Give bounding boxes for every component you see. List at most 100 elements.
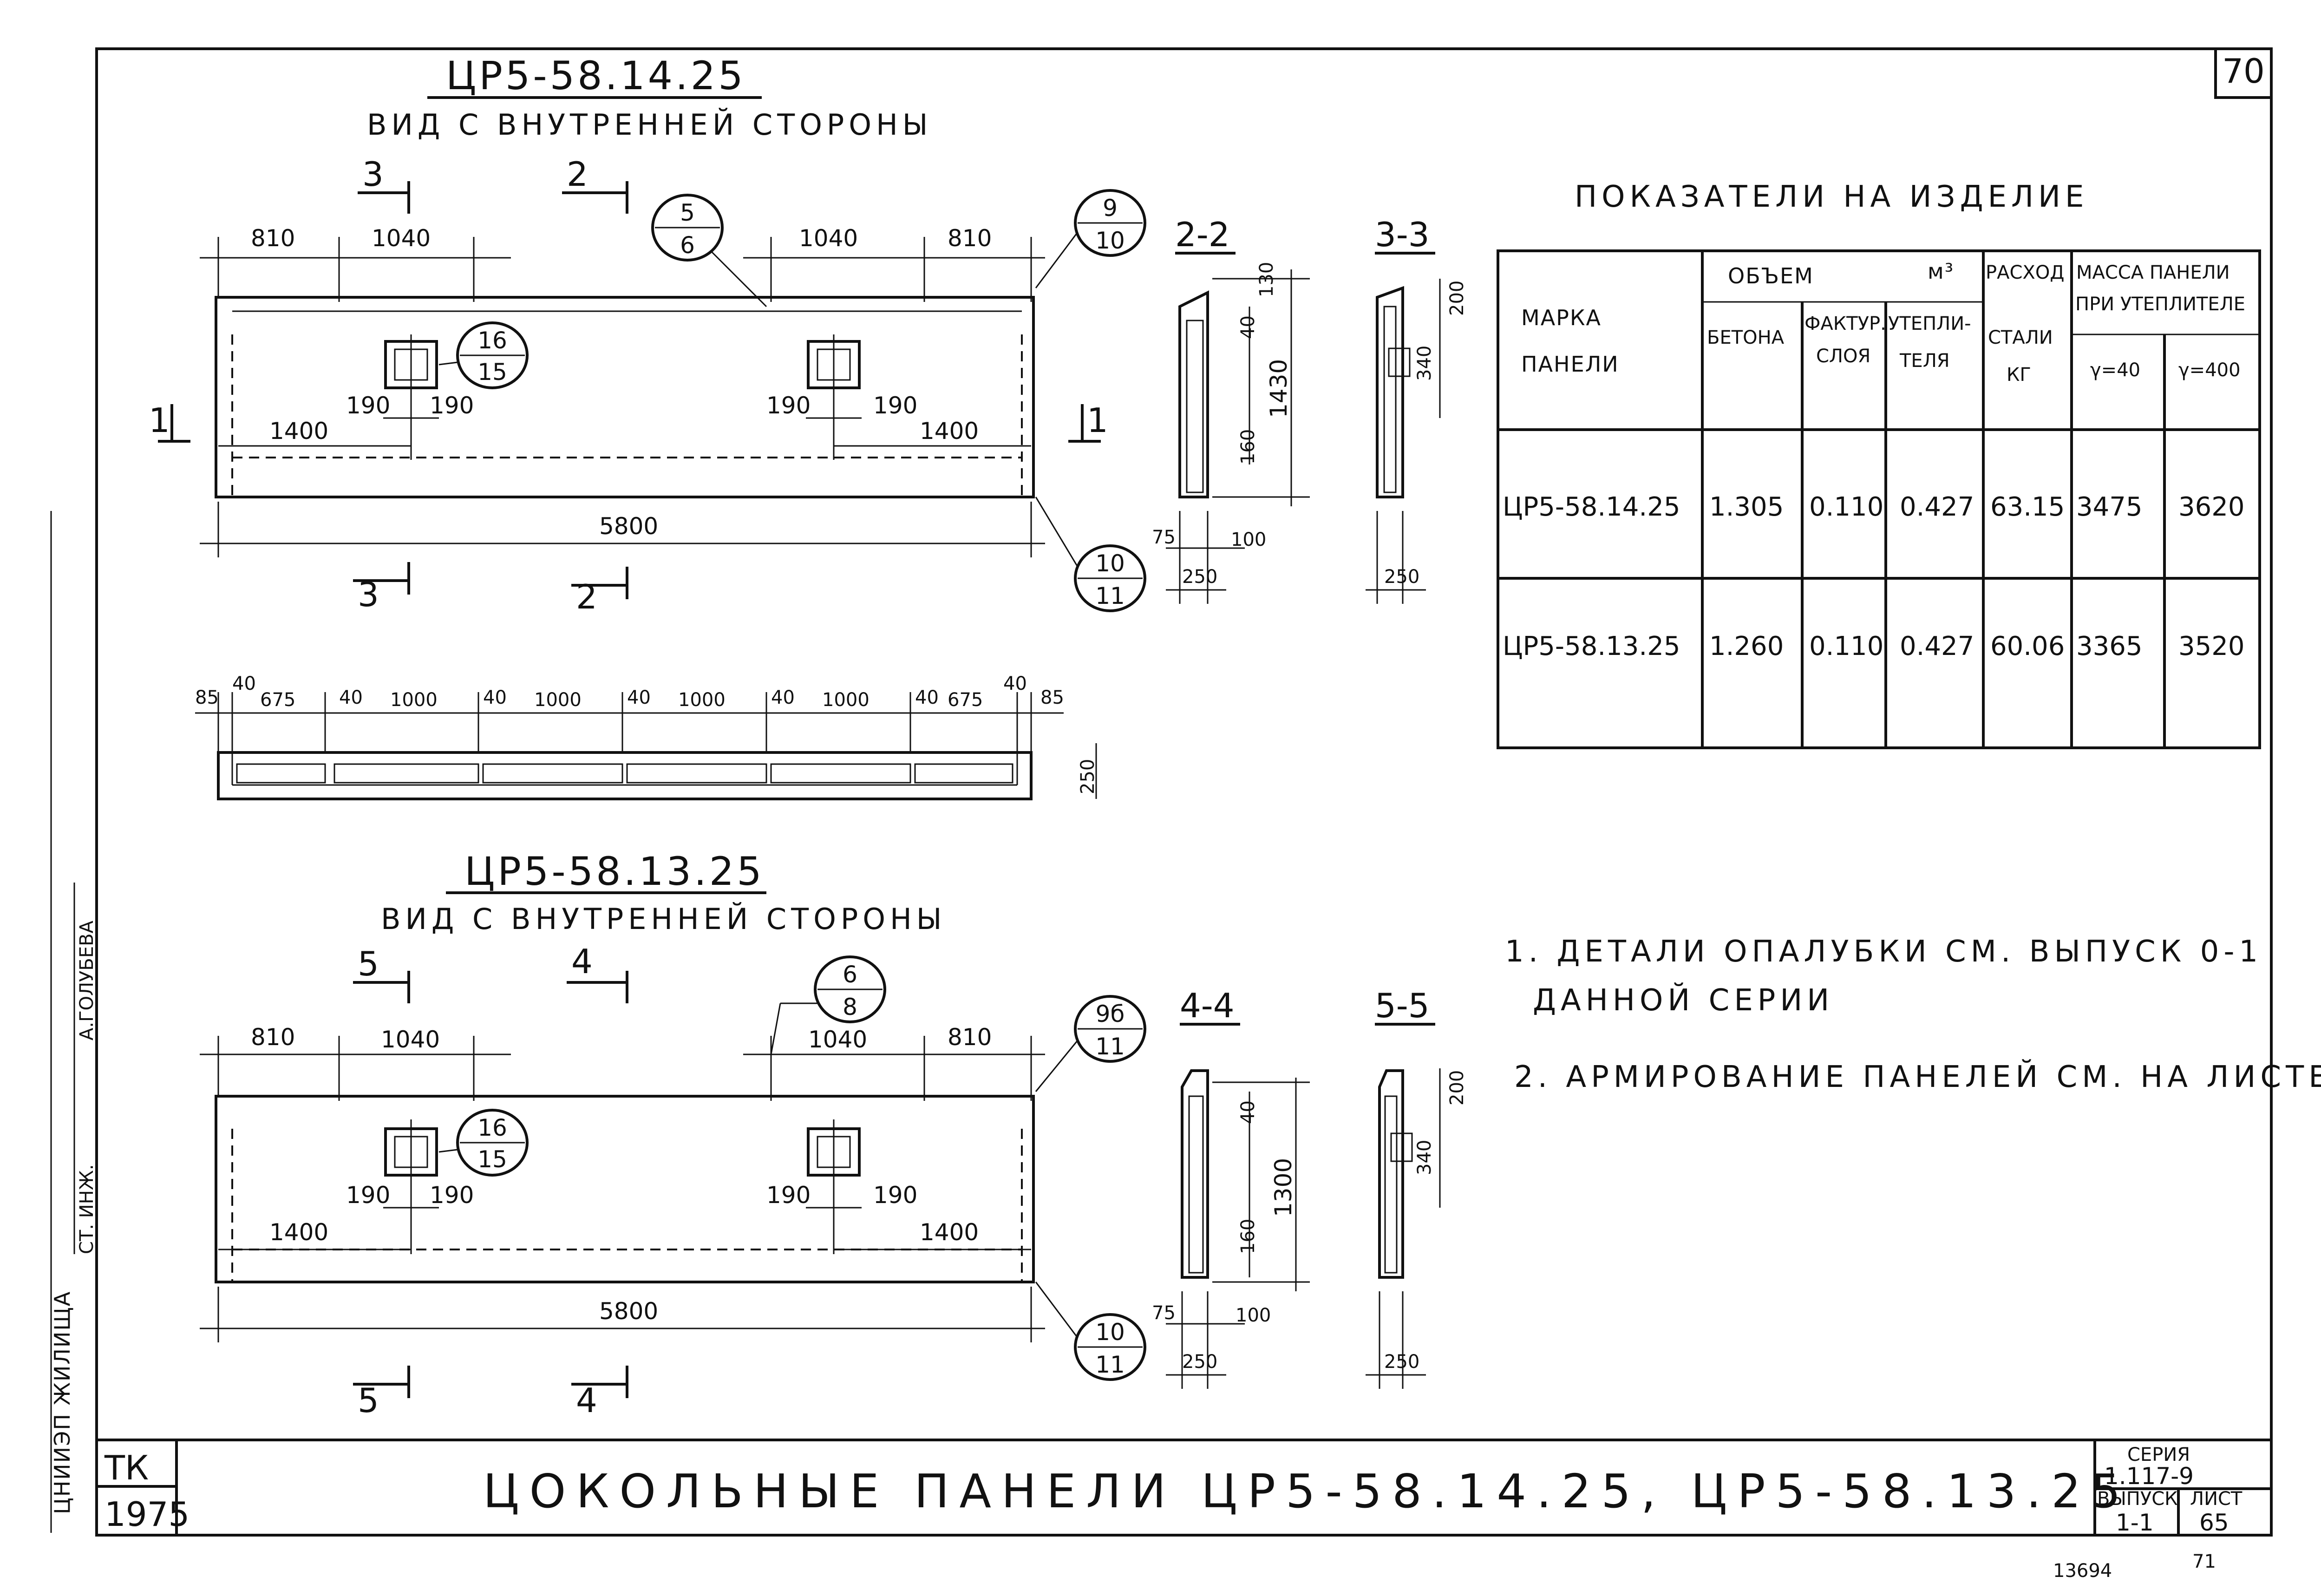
svg-text:4: 4 xyxy=(576,1381,597,1420)
svg-text:ЛИСТ: ЛИСТ xyxy=(2190,1488,2243,1510)
svg-text:0.110: 0.110 xyxy=(1809,492,1883,522)
svg-text:340: 340 xyxy=(1414,1140,1435,1175)
svg-text:40: 40 xyxy=(1003,673,1027,694)
svg-text:СТАЛИ: СТАЛИ xyxy=(1988,327,2053,348)
svg-text:1.260: 1.260 xyxy=(1709,631,1784,661)
section-2-2: 2-2 130 40 1430 160 75 100 250 xyxy=(1152,215,1310,604)
svg-text:γ=40: γ=40 xyxy=(2090,360,2140,381)
svg-text:1040: 1040 xyxy=(808,1026,867,1053)
svg-text:11: 11 xyxy=(1095,582,1125,609)
panel-b-body: 190 190 190 190 1400 1400 xyxy=(215,1095,1035,1283)
svg-text:1300: 1300 xyxy=(1270,1158,1297,1217)
title-block: ТК 1975 ЦОКОЛЬНЫЕ ПАНЕЛИ ЦР5-58.14.25, Ц… xyxy=(97,1439,2271,1536)
svg-text:1040: 1040 xyxy=(381,1026,440,1053)
sheet-number: 70 xyxy=(2222,52,2265,91)
svg-text:1.117-9: 1.117-9 xyxy=(2104,1463,2194,1490)
note-1: 1. ДЕТАЛИ ОПАЛУБКИ СМ. ВЫПУСК 0-1 xyxy=(1505,935,2262,969)
panel-b-view-label: ВИД С ВНУТРЕННЕЙ СТОРОНЫ xyxy=(381,902,946,936)
callout-9b-11: 9б 11 xyxy=(1035,995,1146,1092)
svg-text:0.427: 0.427 xyxy=(1900,631,1974,661)
archive-number: 13694 xyxy=(2053,1560,2112,1582)
svg-text:675: 675 xyxy=(948,689,983,711)
callout-5-6: 5 6 xyxy=(651,194,767,307)
org-code: ТК xyxy=(104,1448,149,1487)
dim-1400-a-left: 1400 xyxy=(269,418,328,445)
svg-text:250: 250 xyxy=(1182,1351,1217,1373)
panel-a-top-dims: 810 1040 1040 810 xyxy=(200,225,1045,302)
section-4-4: 4-4 40 1300 160 75 100 250 xyxy=(1152,986,1310,1389)
stamp-role: СТ. ИНЖ. xyxy=(76,1164,98,1254)
svg-text:0.110: 0.110 xyxy=(1809,631,1883,661)
svg-text:40: 40 xyxy=(1237,315,1259,339)
svg-text:КГ: КГ xyxy=(2007,364,2031,386)
stamp-name: А.ГОЛУБЕВА xyxy=(76,920,98,1040)
svg-text:1400: 1400 xyxy=(269,1219,328,1246)
callout-9-10: 9 10 xyxy=(1035,189,1146,288)
callout-6-8: 6 8 xyxy=(770,955,886,1055)
svg-text:15: 15 xyxy=(477,1146,507,1173)
svg-text:2: 2 xyxy=(567,155,588,194)
svg-text:МАССА ПАНЕЛИ: МАССА ПАНЕЛИ xyxy=(2076,262,2230,283)
svg-text:4: 4 xyxy=(571,942,593,981)
svg-text:3365: 3365 xyxy=(2076,631,2143,661)
svg-text:5800: 5800 xyxy=(599,1298,658,1325)
svg-text:РАСХОД: РАСХОД xyxy=(1986,262,2065,283)
svg-text:100: 100 xyxy=(1231,529,1266,550)
svg-text:675: 675 xyxy=(260,689,295,711)
svg-text:40: 40 xyxy=(232,673,256,694)
dim-1400-a-right: 1400 xyxy=(920,418,979,445)
svg-text:250: 250 xyxy=(1384,566,1419,588)
svg-text:160: 160 xyxy=(1237,1219,1259,1254)
svg-text:40: 40 xyxy=(915,687,939,708)
svg-text:3620: 3620 xyxy=(2178,492,2245,522)
svg-text:250: 250 xyxy=(1384,1351,1419,1373)
properties-table: МАРКА ПАНЕЛИ ОБЪЕМ м³ БЕТОНА ФАКТУР. СЛО… xyxy=(1497,249,2261,749)
svg-text:2: 2 xyxy=(576,577,597,616)
notes: 1. ДЕТАЛИ ОПАЛУБКИ СМ. ВЫПУСК 0-1 ДАННОЙ… xyxy=(1505,935,2321,1094)
svg-text:250: 250 xyxy=(1077,759,1098,794)
dim-1040-left: 1040 xyxy=(372,225,431,252)
svg-text:5-5: 5-5 xyxy=(1375,986,1430,1025)
svg-text:11: 11 xyxy=(1095,1033,1125,1060)
svg-text:2-2: 2-2 xyxy=(1175,215,1230,254)
svg-text:1000: 1000 xyxy=(534,689,582,711)
svg-text:15: 15 xyxy=(477,359,507,386)
svg-text:190: 190 xyxy=(430,1182,474,1209)
svg-text:ТЕЛЯ: ТЕЛЯ xyxy=(1899,350,1950,372)
svg-text:9б: 9б xyxy=(1096,1001,1125,1027)
svg-text:16: 16 xyxy=(477,1114,507,1141)
svg-text:10: 10 xyxy=(1095,1319,1125,1346)
callout-10-11-b: 10 11 xyxy=(1035,1282,1146,1381)
note-2: 2. АРМИРОВАНИЕ ПАНЕЛЕЙ СМ. НА ЛИСТЕ66 xyxy=(1514,1059,2321,1094)
svg-text:СЕРИЯ: СЕРИЯ xyxy=(2127,1444,2190,1465)
side-stamp: ЦНИИЭП ЖИЛИЩА СТ. ИНЖ. А.ГОЛУБЕВА xyxy=(50,511,98,1533)
svg-text:60.06: 60.06 xyxy=(1990,631,2065,661)
sheet-frame xyxy=(95,47,2273,1537)
svg-text:ЦР5-58.14.25: ЦР5-58.14.25 xyxy=(1503,492,1680,522)
svg-text:40: 40 xyxy=(339,687,363,708)
svg-text:810: 810 xyxy=(948,1024,992,1051)
svg-text:1: 1 xyxy=(149,401,170,440)
svg-text:75: 75 xyxy=(1152,1302,1176,1324)
svg-text:м³: м³ xyxy=(1928,259,1954,284)
svg-text:УТЕПЛИ-: УТЕПЛИ- xyxy=(1888,313,1971,334)
plan-strip: 85 40 675 40 1000 40 1000 40 1000 40 100… xyxy=(195,673,1098,800)
svg-text:11: 11 xyxy=(1095,1351,1125,1378)
svg-text:5: 5 xyxy=(680,199,695,226)
svg-text:СЛОЯ: СЛОЯ xyxy=(1816,346,1870,367)
dim-810-right: 810 xyxy=(948,225,992,252)
svg-text:γ=400: γ=400 xyxy=(2178,360,2241,381)
svg-text:10: 10 xyxy=(1095,227,1125,254)
note-1b: ДАННОЙ СЕРИИ xyxy=(1533,982,1834,1018)
svg-text:3520: 3520 xyxy=(2178,631,2245,661)
dim-1040-right: 1040 xyxy=(799,225,858,252)
svg-text:65: 65 xyxy=(2199,1509,2229,1536)
svg-text:8: 8 xyxy=(843,994,857,1020)
svg-text:130: 130 xyxy=(1256,262,1277,297)
svg-text:200: 200 xyxy=(1446,281,1468,316)
page-number-handwritten: 71 xyxy=(2192,1551,2216,1572)
svg-text:40: 40 xyxy=(627,687,651,708)
svg-text:5: 5 xyxy=(358,944,379,983)
sheet-title: ЦОКОЛЬНЫЕ ПАНЕЛИ ЦР5-58.14.25, ЦР5-58.13… xyxy=(483,1464,2131,1518)
